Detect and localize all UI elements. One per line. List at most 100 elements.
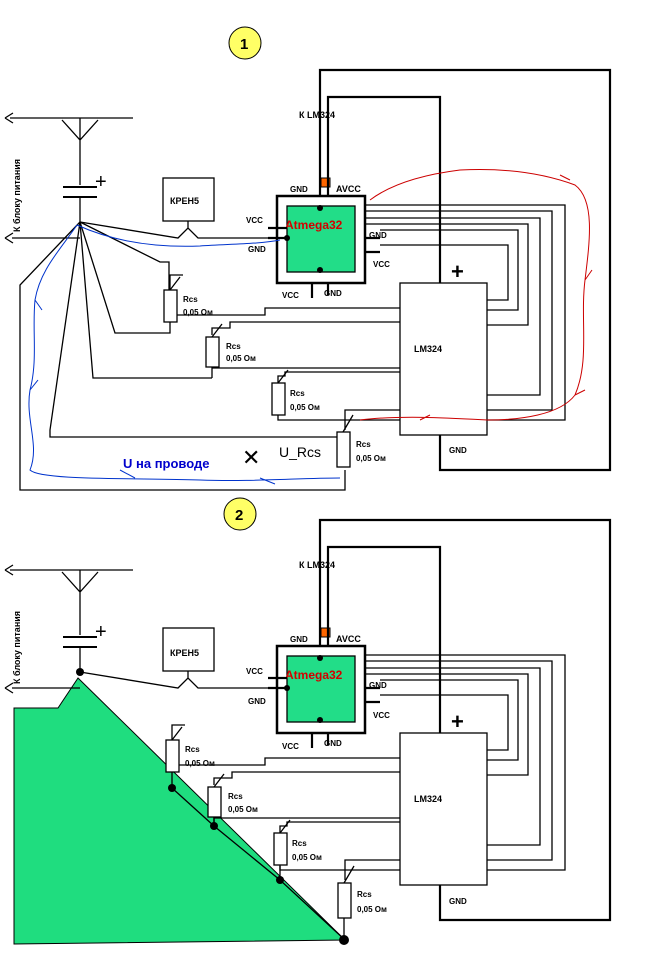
resistor-2-1 [165,739,180,773]
atmega32-chip-2 [286,655,356,723]
kren5-label-2: КРЕН5 [170,648,199,658]
capacitor-1-plus: + [95,171,107,193]
kren5-label-1: КРЕН5 [170,196,199,206]
right-buses-2 [365,654,566,871]
resistor-2-2-value: 0,05 Ом [228,805,258,814]
lm324-gnd-2: GND [449,897,467,906]
antenna-1 [10,117,133,185]
resistor-1-3 [271,382,286,416]
node-2-3 [276,876,284,884]
mcu-vcc-left-1: VCC [246,216,263,225]
supply-arrow-1-top [4,112,14,124]
mcu-gnd-top-1: GND [290,185,308,194]
atmega32-chip-1 [286,205,356,273]
right-buses-1 [365,204,566,421]
resistor-2-4 [337,882,352,919]
resistor-1-2-name: Rcs [226,342,241,351]
mcu-node-2-bottom [317,717,323,723]
kren5-regulator-1 [162,177,215,222]
supply-arrow-1-bottom [4,232,14,244]
resistor-2-1-value: 0,05 Ом [185,759,215,768]
resistor-2-2 [207,786,222,818]
mcu-gnd-right-1: GND [369,231,387,240]
lm324-plus-2: + [451,709,464,734]
diagram-2-badge-text: 2 [235,507,243,524]
resistor-1-3-value: 0,05 Ом [290,403,320,412]
lm324-label-2: LM324 [414,794,442,804]
resistor-1-4-value: 0,05 Ом [356,454,386,463]
resistor-1-1 [163,289,178,323]
mcu-vcc-bottom-2: VCC [282,742,299,751]
resistor-taps-2 [171,726,355,940]
sense-wires-1 [169,274,400,430]
lm324-label-1: LM324 [414,344,442,354]
atmega32-label-1: Atmega32 [285,218,343,232]
mcu-gnd-left-2: GND [248,697,266,706]
supply-label-1: К блоку питания [12,159,22,232]
diagram-2: 2 + К блоку питания КРЕН5 Atmega32 GND A… [4,497,612,945]
diagram-1: 1 + К блоку питания КРЕН5 Atmega32 GND A… [4,26,612,491]
mcu-gnd-left-1: GND [248,245,266,254]
resistor-2-4-name: Rcs [357,890,372,899]
node-2-2 [210,822,218,830]
current-path-trace-1 [359,169,593,421]
resistor-2-2-name: Rcs [228,792,243,801]
node-2-1 [168,784,176,792]
resistor-2-4-value: 0,05 Ом [357,905,387,914]
resistor-2-3 [273,832,288,866]
node-2-4 [339,935,349,945]
ground-fan-1 [19,221,346,491]
cross-mark-1: ✕ [242,446,260,471]
supply-arrow-2-top [4,564,14,576]
kren5-wires-1 [79,221,268,239]
top-bus-2 [318,518,612,922]
resistor-taps-1 [169,276,354,433]
to-lm324-label-1: К LM324 [299,110,335,120]
mcu-avcc-1: AVCC [336,184,361,194]
resistor-1-1-name: Rcs [183,295,198,304]
mcu-pins-2 [268,676,380,748]
supply-label-2: К блоку питания [12,611,22,684]
resistor-1-3-name: Rcs [290,389,305,398]
ground-hub-1-wire [12,197,81,239]
to-lm324-label-2: К LM324 [299,560,335,570]
resistor-1-1-value: 0,05 Ом [183,308,213,317]
mcu-vcc-right-1: VCC [373,260,390,269]
mcu-gnd-bottom-1: GND [324,289,342,298]
supply-arrow-2-bottom [4,682,14,694]
kren5-wires-2 [79,671,268,689]
top-bus-1 [318,68,612,472]
kren5-regulator-2 [162,627,215,672]
mcu-gnd-right-2: GND [369,681,387,690]
mcu-pins-1 [268,226,380,298]
mcu-gnd-top-2: GND [290,635,308,644]
mcu-vcc-left-2: VCC [246,667,263,676]
u-rcs-label-1: U_Rcs [279,444,321,460]
resistor-2-1-name: Rcs [185,745,200,754]
resistor-1-4 [336,431,351,468]
diagram-2-badge [223,497,257,531]
resistor-2-3-value: 0,05 Ом [292,853,322,862]
mcu-node-1-top [317,205,323,211]
mcu-gnd-bottom-2: GND [324,739,342,748]
wire-voltage-label-1: U на проводе [123,456,210,471]
ground-hub-2-wire [12,647,81,689]
lm324-opamp-1 [399,282,488,436]
ground-loop-trace-1 [28,224,341,485]
resistor-2-3-name: Rcs [292,839,307,848]
potential-area-2 [13,677,347,945]
mcu-avcc-2: AVCC [336,634,361,644]
antenna-2 [10,569,133,635]
mcu-vcc-right-2: VCC [373,711,390,720]
diagram-1-badge-text: 1 [240,36,248,53]
diagram-1-badge [228,26,262,60]
capacitor-2-plus: + [95,621,107,643]
resistor-1-4-name: Rcs [356,440,371,449]
resistor-1-2-value: 0,05 Ом [226,354,256,363]
lm324-plus-1: + [451,259,464,284]
node-2-hub [76,668,84,676]
mcu-vcc-bottom-1: VCC [282,291,299,300]
mcu-node-2-top [317,655,323,661]
resistor-1-2 [205,336,220,368]
